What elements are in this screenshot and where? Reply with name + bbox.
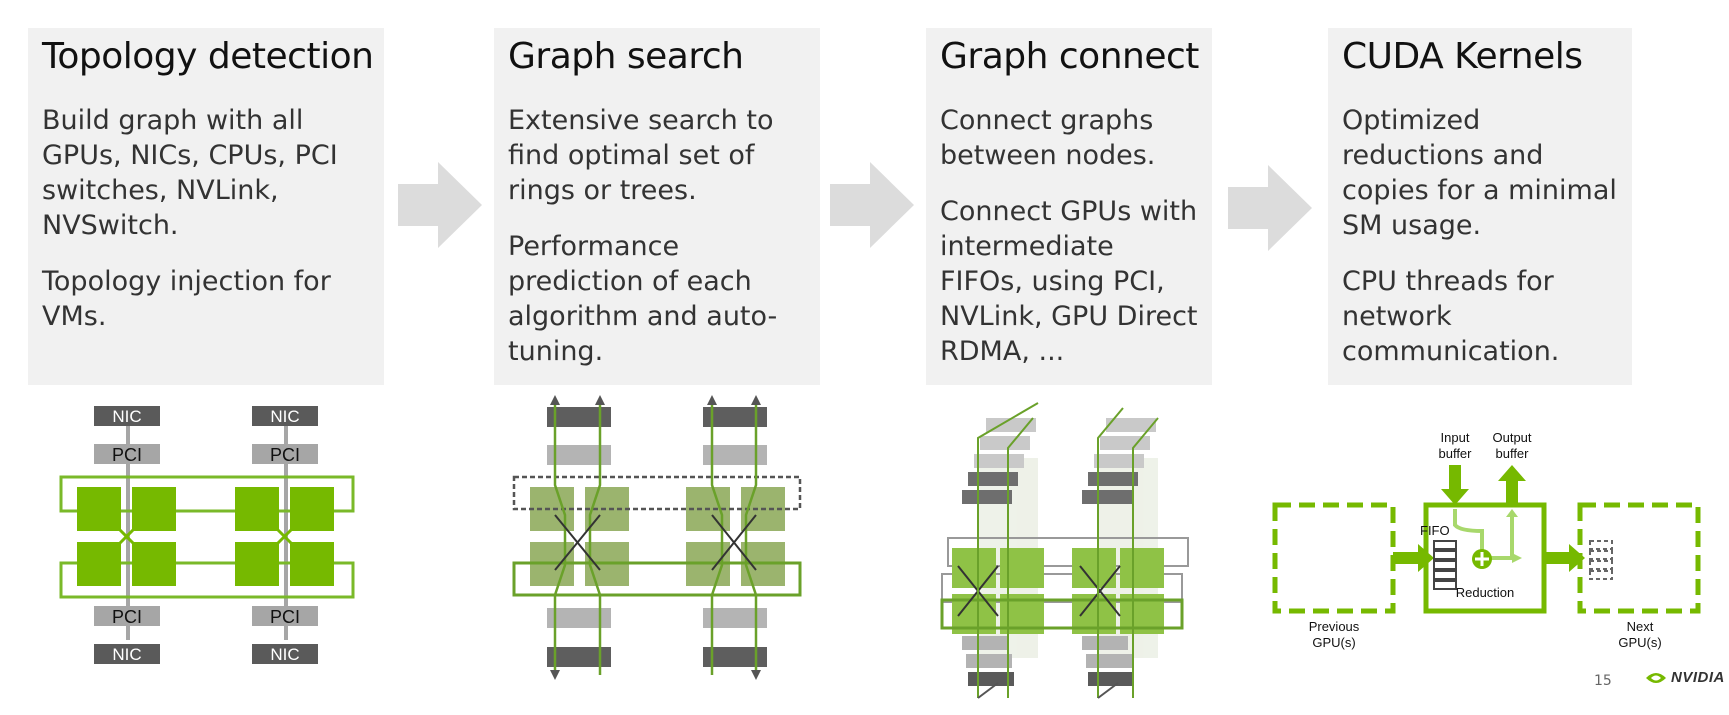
fifo-icon bbox=[1433, 540, 1457, 590]
flow-arrow-icon bbox=[398, 162, 482, 248]
graph-search-diagram bbox=[512, 395, 802, 680]
next-gpu-box bbox=[1577, 502, 1701, 614]
input-buffer-label: buffer bbox=[1438, 446, 1472, 461]
panel-paragraph: Build graph with all GPUs, NICs, CPUs, P… bbox=[42, 105, 338, 241]
pci-label: PCI bbox=[112, 445, 142, 465]
nic-label: NIC bbox=[112, 407, 141, 426]
flow-arrow-icon bbox=[830, 162, 914, 248]
input-arrow-icon bbox=[1441, 465, 1469, 505]
output-buffer-label: Output bbox=[1492, 430, 1531, 445]
next-gpu-label: GPU(s) bbox=[1618, 635, 1661, 650]
nic-box: NIC bbox=[94, 644, 160, 664]
next-fifo-icon bbox=[1589, 540, 1613, 580]
next-gpu-label: Next bbox=[1627, 619, 1654, 634]
gpu-block bbox=[77, 487, 121, 531]
graph-connect-diagram bbox=[940, 402, 1189, 699]
output-arrow-icon bbox=[1498, 465, 1526, 505]
previous-gpu-box bbox=[1272, 502, 1396, 614]
gpu-block bbox=[290, 487, 334, 531]
panel-paragraph: CPU threads for network communication. bbox=[1342, 266, 1560, 367]
flow-arrow-icon bbox=[1228, 165, 1312, 251]
panel-title: Graph search bbox=[508, 36, 744, 77]
nic-box: NIC bbox=[252, 406, 318, 426]
panel-cuda-kernels: CUDA Kernels Optimized reductions and co… bbox=[1328, 28, 1632, 385]
nvlink-loop bbox=[59, 475, 355, 513]
panel-title: Graph connect bbox=[940, 36, 1199, 77]
nic-label: NIC bbox=[270, 407, 299, 426]
pci-box: PCI bbox=[252, 606, 318, 627]
cuda-kernel-diagram: Previous GPU(s) Input buffer Output buff… bbox=[1272, 430, 1701, 650]
previous-gpu-label: GPU(s) bbox=[1312, 635, 1355, 650]
panel-paragraph: Optimized reductions and copies for a mi… bbox=[1342, 105, 1617, 241]
gpu-block bbox=[235, 542, 279, 586]
reduction-label: Reduction bbox=[1456, 585, 1515, 600]
panel-paragraph: Topology injection for VMs. bbox=[42, 266, 331, 332]
nvidia-wordmark: NVIDIA bbox=[1671, 669, 1725, 686]
gpu-block bbox=[132, 487, 176, 531]
nic-label: NIC bbox=[270, 645, 299, 664]
nic-label: NIC bbox=[112, 645, 141, 664]
panel-graph-search: Graph search Extensive search to find op… bbox=[494, 28, 820, 385]
pci-box: PCI bbox=[94, 444, 160, 465]
gpu-block bbox=[290, 542, 334, 586]
gpu-block bbox=[132, 542, 176, 586]
input-buffer-label: Input bbox=[1441, 430, 1470, 445]
previous-gpu-label: Previous bbox=[1309, 619, 1360, 634]
gpu-block bbox=[235, 487, 279, 531]
nic-box: NIC bbox=[252, 644, 318, 664]
panel-paragraph: Connect graphs between nodes. bbox=[940, 105, 1156, 171]
pci-label: PCI bbox=[112, 607, 142, 627]
panel-paragraph: Performance prediction of each algorithm… bbox=[508, 231, 778, 367]
fifo-label: FIFO bbox=[1420, 523, 1450, 538]
panel-title: Topology detection bbox=[42, 36, 374, 77]
nic-box: NIC bbox=[94, 406, 160, 426]
nvlink-loop bbox=[59, 561, 355, 599]
nvidia-eye-icon bbox=[1646, 672, 1666, 683]
gpu-block bbox=[77, 542, 121, 586]
pci-label: PCI bbox=[270, 445, 300, 465]
panel-title: CUDA Kernels bbox=[1342, 36, 1583, 77]
page-number: 15 bbox=[1594, 673, 1612, 689]
pci-label: PCI bbox=[270, 607, 300, 627]
output-buffer-label: buffer bbox=[1495, 446, 1529, 461]
panel-graph-connect: Graph connect Connect graphs between nod… bbox=[926, 28, 1212, 385]
panel-topology-detection: Topology detection Build graph with all … bbox=[28, 28, 384, 385]
topology-diagram: NIC NIC PCI PCI PCI PCI NIC NIC bbox=[59, 406, 355, 664]
panel-paragraph: Connect GPUs with intermediate FIFOs, us… bbox=[940, 196, 1198, 367]
pci-box: PCI bbox=[94, 606, 160, 627]
nvidia-logo: NVIDIA bbox=[1645, 669, 1725, 686]
pci-box: PCI bbox=[252, 444, 318, 465]
panel-paragraph: Extensive search to find optimal set of … bbox=[508, 105, 774, 206]
